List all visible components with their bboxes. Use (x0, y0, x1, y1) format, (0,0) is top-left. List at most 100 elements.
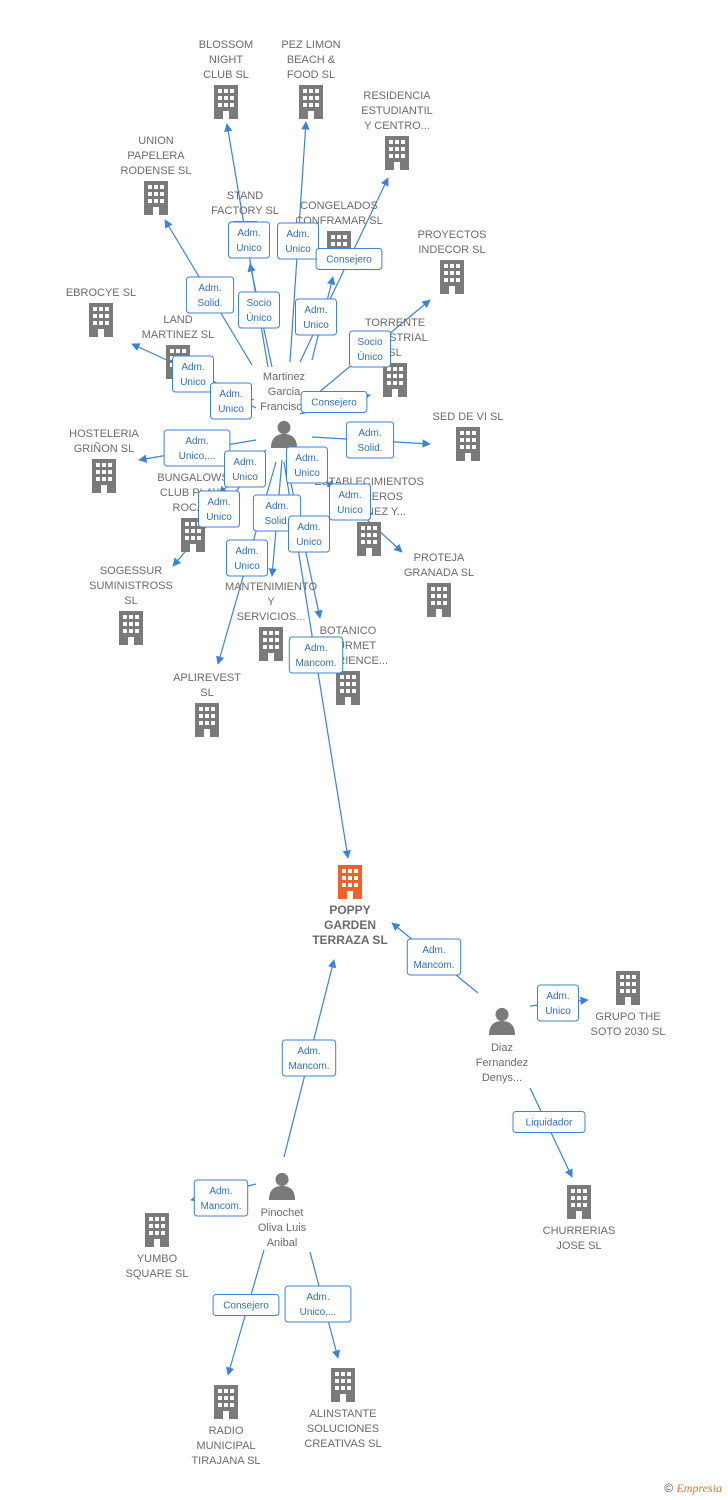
node-label: TERRAZA SL (312, 933, 388, 947)
node-label: Pinochet (261, 1207, 304, 1219)
node-ebrocye[interactable]: EBROCYE SL (66, 287, 136, 337)
node-label: INDECOR SL (418, 244, 485, 256)
edge-label-text: Unico (545, 1006, 571, 1017)
edge-label-martinez-hosteleria[interactable]: Adm.Unico,... (163, 429, 231, 467)
node-label: ALINSTANTE (309, 1408, 376, 1420)
edge-label-text: Unico (294, 468, 320, 479)
edge-label-diaz-grupo[interactable]: Adm.Unico (537, 984, 579, 1022)
building-icon (214, 85, 238, 119)
edge-label-text: Adm. (304, 643, 327, 654)
edge-label-martinez-congelados[interactable]: Adm.Unico (295, 298, 337, 336)
edge-label-martinez-ebrocye[interactable]: Adm.Unico (172, 355, 214, 393)
edge-label-text: Mancom. (288, 1061, 329, 1072)
building-icon (567, 1185, 591, 1219)
node-label: RADIO (209, 1425, 244, 1437)
node-label: TIRAJANA SL (191, 1455, 260, 1467)
edge-label-martinez-sogessur[interactable]: Adm.Unico (198, 490, 240, 528)
edge-label-martinez-pezlimon[interactable]: Adm.Unico (277, 222, 319, 260)
node-label: RESIDENCIA (363, 90, 431, 102)
edge-label-text: Adm. (295, 453, 318, 464)
edge-label-martinez-bungalows[interactable]: Adm.Unico (224, 450, 266, 488)
building-icon (357, 522, 381, 556)
node-label: Denys... (482, 1072, 522, 1084)
edge-label-martinez-botanico[interactable]: Adm.Unico (288, 515, 330, 553)
edge-label-text: Unico (232, 472, 258, 483)
node-label: CONGELADOS (300, 200, 378, 212)
node-label: STAND (227, 190, 264, 202)
edge-label-text: Adm. (198, 283, 221, 294)
edge-label-text: Adm. (286, 229, 309, 240)
building-icon (214, 1385, 238, 1419)
node-label: Anibal (267, 1237, 298, 1249)
building-icon (383, 363, 407, 397)
edge-label-pinochet-yumbo[interactable]: Adm.Mancom. (193, 1179, 249, 1217)
edge-label-martinez-blossom[interactable]: Adm. Unico (228, 221, 270, 259)
node-label: POPPY (329, 903, 370, 917)
edge-label-diaz-poppy[interactable]: Adm.Mancom. (406, 938, 462, 976)
edge-label-martinez-residencia[interactable]: Consejero (315, 248, 383, 270)
edge-label-martinez-proteja[interactable]: Adm. Unico (329, 483, 371, 521)
edge-label-pinochet-radio[interactable]: Consejero (212, 1294, 280, 1316)
edge-label-text: Unico (236, 243, 262, 254)
building-icon (144, 181, 168, 215)
edge-label-martinez-sedvi[interactable]: Adm.Solid. (345, 421, 395, 459)
edge-label-martinez-poppy[interactable]: Adm.Mancom. (288, 636, 344, 674)
edge-label-text: Solid. (357, 443, 382, 454)
building-icon (338, 865, 362, 899)
edge-label-text: Adm. (237, 228, 260, 239)
building-icon (92, 459, 116, 493)
node-sedvi[interactable]: SED DE VI SL (433, 411, 504, 461)
edge-label-text: Adm. (235, 546, 258, 557)
node-label: MANTENIMIENTO (225, 581, 318, 593)
node-label: CLUB SL (203, 69, 249, 81)
node-mantenimiento[interactable]: MANTENIMIENTOYSERVICIOS... (225, 581, 318, 661)
edge-label-text: Unico (337, 505, 363, 516)
node-label: EBROCYE SL (66, 287, 136, 299)
building-icon (336, 671, 360, 705)
edge-label-text: Mancom. (200, 1201, 241, 1212)
edge-label-pinochet-alinstante[interactable]: Adm.Unico,... (284, 1285, 352, 1323)
node-diaz[interactable]: DiazFernandezDenys... (476, 1007, 529, 1084)
edge-label-martinez-establecimientos[interactable]: Adm. Unico (286, 446, 328, 484)
edge-label-martinez-land[interactable]: Adm.Unico (210, 382, 252, 420)
edge-label-text: Adm. (185, 436, 208, 447)
node-label: SOTO 2030 SL (590, 1026, 665, 1038)
edge-label-text: Consejero (326, 255, 372, 266)
node-label: MARTINEZ SL (142, 329, 215, 341)
edge-label-martinez-aplirevest[interactable]: Adm.Unico (226, 539, 268, 577)
edge-label-martinez-torrente[interactable]: Consejero (300, 391, 368, 413)
edge-label-text: Adm. (297, 522, 320, 533)
edge-label-martinez-union[interactable]: Adm.Solid. (185, 276, 235, 314)
edge-label-text: Unico,... (300, 1307, 337, 1318)
building-icon (331, 1368, 355, 1402)
edge-label-diaz-churrerias[interactable]: Liquidador (512, 1111, 586, 1133)
edge-label-text: Adm. (338, 490, 361, 501)
node-label: RODENSE SL (121, 165, 192, 177)
building-icon (119, 611, 143, 645)
edge-label-text: Solid. (264, 516, 289, 527)
footer-brand: © Empresia (664, 1481, 722, 1496)
edge-label-pinochet-poppy[interactable]: Adm.Mancom. (281, 1039, 337, 1077)
